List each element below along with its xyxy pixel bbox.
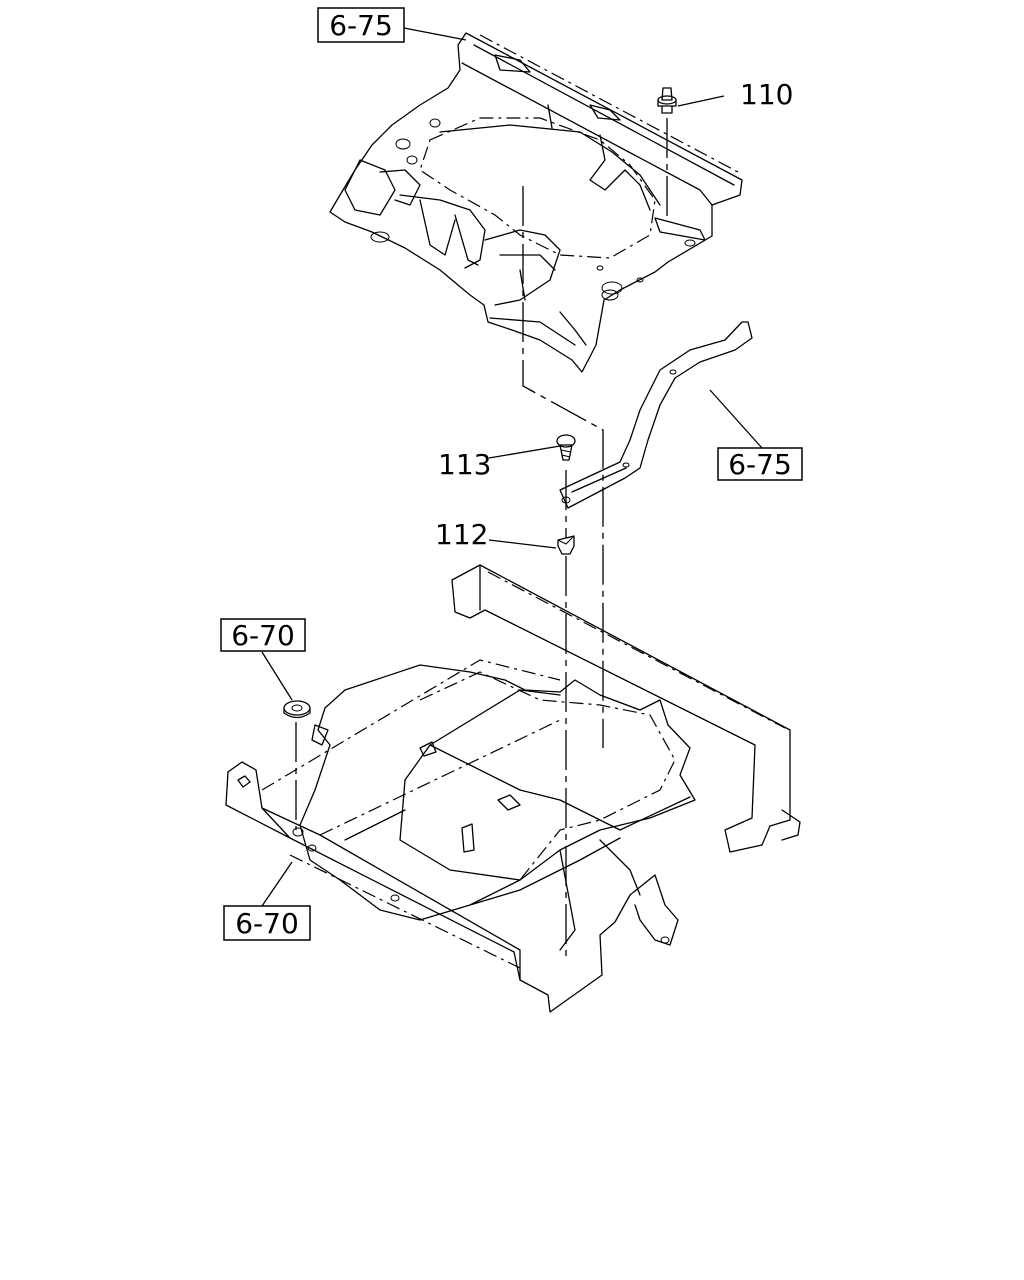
part-number-110: 110 [740,78,793,111]
clip-112-icon [557,535,575,555]
screw-113-icon [556,434,576,461]
svg-text:6-70: 6-70 [231,619,295,652]
ref-label-top-left: 6-75 [317,7,405,43]
upper-floor-panel [329,32,743,373]
grommet-icon [283,700,311,719]
clip-110-icon [657,87,677,114]
svg-text:6-75: 6-75 [329,9,393,42]
svg-text:6-70: 6-70 [235,907,299,940]
ref-label-bracket: 6-75 [717,447,803,481]
part-number-113: 113 [438,448,491,481]
leader-lines [261,27,763,907]
ref-label-bottom-left: 6-70 [223,905,311,941]
svg-text:6-75: 6-75 [728,448,792,481]
lower-floor-panel [225,564,801,1013]
part-number-112: 112 [435,518,488,551]
assembly-centerlines [295,118,668,962]
ref-label-grommet: 6-70 [220,618,306,652]
